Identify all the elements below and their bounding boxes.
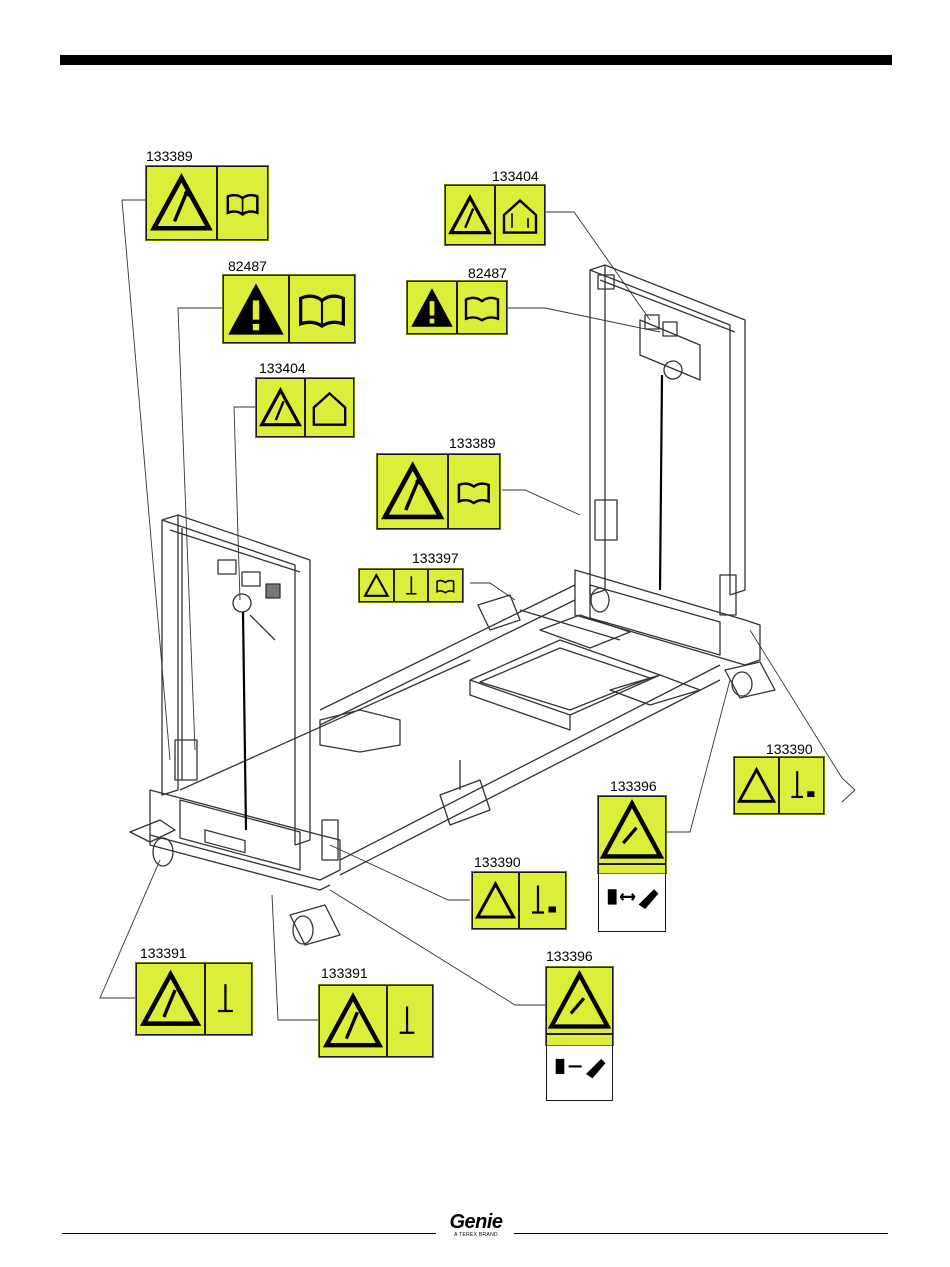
decal-warning-mast-manual bbox=[733, 756, 825, 815]
mast-icon bbox=[780, 758, 823, 813]
decal-warning-mast bbox=[135, 962, 253, 1036]
decal-warning-indoor-use bbox=[255, 377, 355, 438]
mast-icon bbox=[395, 570, 428, 601]
crush-hazard-triangle-icon bbox=[547, 968, 612, 1033]
mast-icon bbox=[388, 986, 432, 1056]
warning-triangle-icon bbox=[320, 986, 386, 1056]
decal-warning-indoor-use bbox=[444, 184, 546, 246]
manual-book-icon bbox=[290, 276, 354, 342]
keep-clear-hand-icon bbox=[599, 865, 665, 931]
warning-triangle-icon bbox=[360, 570, 393, 601]
manual-book-icon bbox=[449, 455, 499, 528]
decal-crush-hazard bbox=[545, 966, 614, 1046]
frame-line-art bbox=[130, 265, 775, 945]
keep-clear-hand-icon bbox=[547, 1035, 612, 1100]
manual-book-icon bbox=[218, 167, 267, 239]
decal-read-manual-alert bbox=[222, 274, 356, 344]
house-icon bbox=[306, 379, 353, 436]
warning-triangle-icon bbox=[147, 167, 216, 239]
decal-warning-manual bbox=[376, 453, 501, 530]
warning-triangle-icon bbox=[446, 186, 494, 244]
exclamation-triangle-icon bbox=[224, 276, 288, 342]
house-icon bbox=[496, 186, 544, 244]
exclamation-triangle-icon bbox=[408, 282, 456, 333]
mast-icon bbox=[520, 873, 565, 928]
part-number-133396: 133396 bbox=[610, 778, 657, 794]
part-number-133391: 133391 bbox=[140, 945, 187, 961]
decal-read-manual-alert bbox=[406, 280, 508, 335]
manual-book-icon bbox=[429, 570, 462, 601]
part-number-133397: 133397 bbox=[412, 550, 459, 566]
footer-rule-left bbox=[62, 1233, 436, 1234]
part-number-133396: 133396 bbox=[546, 948, 593, 964]
part-number-133404: 133404 bbox=[492, 168, 539, 184]
footer-rule-right bbox=[514, 1233, 888, 1234]
part-number-133390: 133390 bbox=[766, 741, 813, 757]
logo-wordmark: Genie bbox=[443, 1212, 509, 1232]
part-number-82487: 82487 bbox=[468, 265, 507, 281]
decal-warning-mast-manual bbox=[471, 871, 567, 930]
part-number-133389: 133389 bbox=[449, 435, 496, 451]
decal-warning-mast-manual bbox=[358, 568, 464, 603]
decal-warning-mast bbox=[318, 984, 434, 1058]
part-number-133389: 133389 bbox=[146, 148, 193, 164]
warning-triangle-icon bbox=[473, 873, 518, 928]
warning-triangle-icon bbox=[735, 758, 778, 813]
decal-warning-manual bbox=[145, 165, 269, 241]
part-number-82487: 82487 bbox=[228, 258, 267, 274]
manual-book-icon bbox=[458, 282, 506, 333]
warning-triangle-icon bbox=[378, 455, 447, 528]
decal-crush-hazard bbox=[597, 795, 667, 874]
genie-logo: Genie A TEREX BRAND bbox=[443, 1212, 509, 1238]
crush-hazard-triangle-icon bbox=[599, 797, 665, 863]
warning-triangle-icon bbox=[257, 379, 304, 436]
part-number-133390: 133390 bbox=[474, 854, 521, 870]
part-number-133404: 133404 bbox=[259, 360, 306, 376]
mast-icon bbox=[206, 964, 251, 1034]
part-number-133391: 133391 bbox=[321, 965, 368, 981]
warning-triangle-icon bbox=[137, 964, 204, 1034]
